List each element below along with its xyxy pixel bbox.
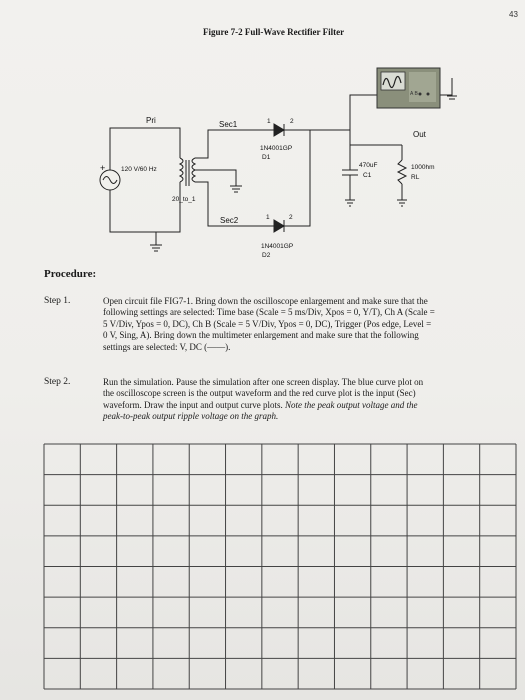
- label-d2-name: D2: [262, 252, 271, 259]
- label-sec2: Sec2: [220, 216, 239, 225]
- step-1-line: following settings are selected: Time ba…: [103, 307, 435, 318]
- label-d1-part: 1N4001GP: [260, 145, 293, 152]
- svg-text:+: +: [100, 163, 105, 173]
- label-ratio: 20_to_1: [172, 196, 196, 203]
- figure-title: Figure 7-2 Full-Wave Rectifier Filter: [203, 27, 345, 37]
- label-cap-name: C1: [363, 172, 372, 179]
- step-2-line-plain: waveform. Draw the input and output curv…: [103, 399, 283, 410]
- primary-winding: [178, 157, 184, 183]
- step-1-line: 5 V/Div, Ypos = 0, DC), Ch B (Scale = 5 …: [103, 318, 432, 329]
- label-d2-pin1: 1: [266, 214, 270, 221]
- label-res-value: 1000hm: [411, 164, 435, 171]
- oscilloscope-icon: [376, 67, 441, 109]
- output-rail: [310, 129, 351, 145]
- step-2-italic-note: peak-to-peak output ripple voltage on th…: [103, 411, 279, 422]
- label-d2-pin2: 2: [289, 214, 293, 221]
- label-d1-pin2: 2: [290, 118, 294, 125]
- label-out: Out: [413, 130, 426, 139]
- diode-d1: [273, 123, 285, 137]
- step-1-line: Open circuit file FIG7-1. Bring down the…: [103, 296, 428, 306]
- step-2-line: the oscilloscope screen is the output wa…: [103, 388, 416, 399]
- page-number: 43: [509, 10, 518, 19]
- step-2-line: peak-to-peak output ripple voltage on th…: [103, 411, 519, 422]
- label-d1-name: D1: [262, 154, 271, 161]
- scope-ground-wire: [440, 78, 453, 96]
- label-pri: Pri: [146, 116, 156, 125]
- primary-top-wire: [109, 127, 181, 170]
- procedure-heading: Procedure:: [44, 268, 97, 280]
- ac-source-icon: [99, 169, 121, 191]
- step-1-line: settings are selected: V, DC (——).: [103, 341, 231, 352]
- sec1-wire: [195, 129, 274, 159]
- label-res-name: RL: [411, 174, 420, 181]
- step-1-number: Step 1.: [44, 296, 71, 306]
- step-1-line: 0 V, Sing, A). Bring down the multimeter…: [103, 330, 419, 341]
- graph-grid: [43, 443, 517, 690]
- label-d2-part: 1N4001GP: [261, 243, 294, 250]
- diode-d2: [273, 219, 285, 233]
- step-2-text: Run the simulation. Pause the simulation…: [103, 377, 519, 423]
- label-d1-pin1: 1: [267, 118, 271, 125]
- label-sec1: Sec1: [219, 120, 238, 129]
- label-source: 120 V/60 Hz: [121, 166, 157, 173]
- scope-channel-labels: A B: [410, 91, 418, 97]
- d2-return-wire: [284, 130, 311, 227]
- sec2-wire: [195, 181, 274, 227]
- primary-bottom-wire: [109, 182, 181, 233]
- secondary-winding: [191, 157, 197, 183]
- resistor-rl: [396, 159, 408, 185]
- scope-probe-wire: [349, 94, 378, 130]
- center-tap-wire: [195, 169, 237, 186]
- rectifier-schematic: +: [99, 67, 457, 252]
- label-cap-value: 470uF: [359, 162, 378, 169]
- step-2-italic-note: Note the peak output voltage and the: [284, 399, 418, 410]
- step-1-text: Open circuit file FIG7-1. Bring down the…: [103, 296, 519, 353]
- step-2-number: Step 2.: [44, 377, 71, 387]
- step-2-line: waveform. Draw the input and output curv…: [103, 400, 519, 411]
- step-2-line: Run the simulation. Pause the simulation…: [103, 377, 424, 387]
